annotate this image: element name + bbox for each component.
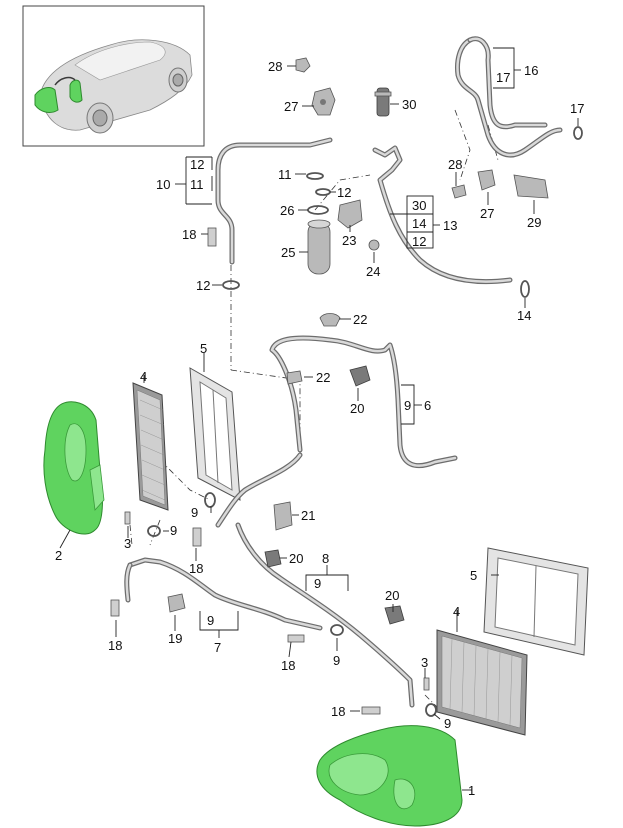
callout-13-sub-30: 30 (412, 198, 426, 213)
callout-23: 23 (342, 233, 356, 248)
callout-18: 18 (189, 561, 203, 576)
callout-6: 6 (424, 398, 431, 413)
callout-20: 20 (385, 588, 399, 603)
condenser-left (132, 382, 169, 511)
callout-8-sub: 9 (314, 576, 321, 591)
vehicle-thumbnail (22, 5, 205, 147)
callout-16: 16 (524, 63, 538, 78)
callout-10: 10 (156, 177, 170, 192)
callout-11: 11 (278, 167, 292, 182)
callout-labels: 1 2 3 3 4 4 5 5 6 9 7 9 8 9 9 9 9 9 10 1… (55, 59, 584, 798)
condenser-right (436, 629, 528, 736)
callout-12: 12 (196, 278, 210, 293)
air-duct-left-part2 (43, 401, 105, 535)
callout-21: 21 (301, 508, 315, 523)
assembly-lines (129, 109, 499, 711)
callout-3: 3 (421, 655, 428, 670)
callout-7: 7 (214, 640, 221, 655)
callout-2: 2 (55, 548, 62, 563)
callout-22: 22 (316, 370, 330, 385)
callout-17: 17 (570, 101, 584, 116)
callout-5: 5 (200, 341, 207, 356)
callout-18: 18 (281, 658, 295, 673)
callout-13-sub-14: 14 (412, 216, 426, 231)
callout-4: 4 (140, 369, 147, 384)
air-duct-right-part1 (316, 725, 463, 827)
callout-28: 28 (448, 157, 462, 172)
callout-4: 4 (453, 604, 460, 619)
callout-5: 5 (470, 568, 477, 583)
callout-20: 20 (350, 401, 364, 416)
callout-28: 28 (268, 59, 282, 74)
callout-30: 30 (402, 97, 416, 112)
callout-10-sub-11: 11 (190, 177, 204, 192)
small-components (110, 57, 583, 717)
callout-6-sub: 9 (404, 398, 411, 413)
callout-27: 27 (284, 99, 298, 114)
callout-29: 29 (527, 215, 541, 230)
callout-16-sub-17: 17 (496, 70, 510, 85)
refrigerant-pipes (124, 36, 563, 708)
callout-18: 18 (331, 704, 345, 719)
callout-13-sub-12: 12 (412, 234, 426, 249)
leader-lines (59, 47, 579, 791)
callout-20: 20 (289, 551, 303, 566)
callout-18: 18 (108, 638, 122, 653)
callout-18: 18 (182, 227, 196, 242)
callout-22: 22 (353, 312, 367, 327)
callout-9: 9 (333, 653, 340, 668)
callout-13: 13 (443, 218, 457, 233)
callout-25: 25 (281, 245, 295, 260)
callout-7-sub: 9 (207, 613, 214, 628)
callout-9: 9 (170, 523, 177, 538)
callout-9: 9 (191, 505, 198, 520)
frame-right (483, 547, 589, 656)
callout-19: 19 (168, 631, 182, 646)
callout-10-sub-12: 12 (190, 157, 204, 172)
callout-27: 27 (480, 206, 494, 221)
callout-12: 12 (337, 185, 351, 200)
callout-3: 3 (124, 536, 131, 551)
callout-8: 8 (322, 551, 329, 566)
callout-24: 24 (366, 264, 380, 279)
frame-left (189, 367, 241, 501)
callout-9: 9 (444, 716, 451, 731)
callout-1: 1 (468, 783, 475, 798)
callout-14: 14 (517, 308, 531, 323)
callout-26: 26 (280, 203, 294, 218)
